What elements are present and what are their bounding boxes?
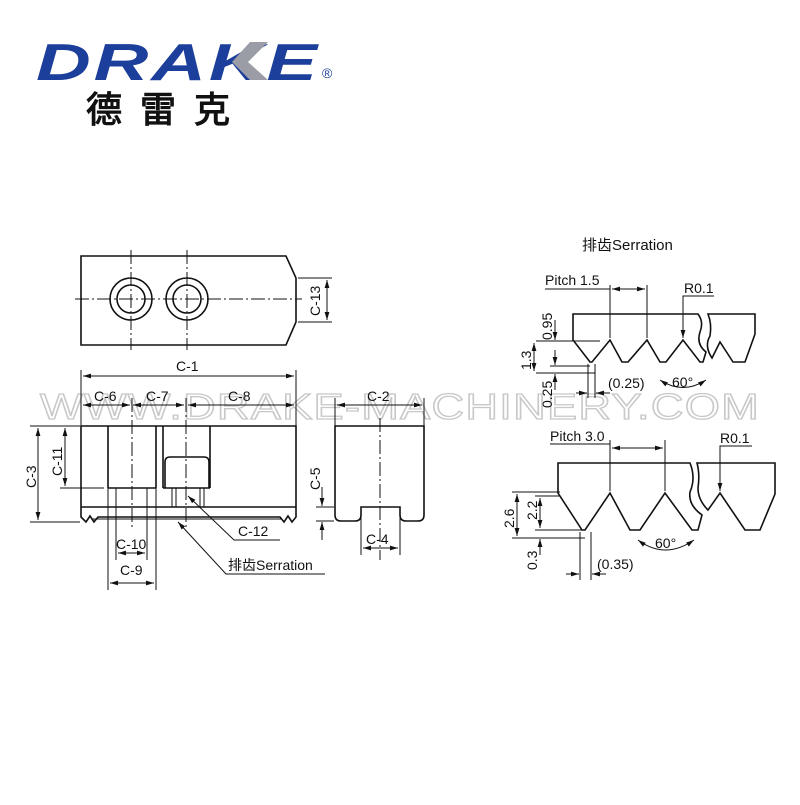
coarse-depth-bottom: 0.3 bbox=[524, 550, 540, 570]
fine-total-depth: 1.3 bbox=[518, 350, 534, 370]
coarse-flat: (0.35) bbox=[597, 556, 634, 572]
coarse-total-depth: 2.6 bbox=[501, 508, 517, 528]
front-view: C-1 C-6 C-7 C-8 C-10 C-9 C-3 C-11 C bbox=[23, 358, 325, 590]
dim-c10: C-10 bbox=[116, 536, 147, 552]
dim-c9: C-9 bbox=[120, 562, 143, 578]
fine-radius: R0.1 bbox=[684, 280, 714, 296]
fine-depth-top: 0.95 bbox=[539, 313, 555, 340]
coarse-pitch: Pitch 3.0 bbox=[550, 428, 605, 444]
side-view: C-2 C-4 C-5 bbox=[307, 388, 425, 560]
dim-c8: C-8 bbox=[228, 388, 251, 404]
dim-c4: C-4 bbox=[366, 531, 389, 547]
dim-c5: C-5 bbox=[307, 467, 323, 490]
logo-k-accent bbox=[232, 42, 268, 80]
fine-pitch: Pitch 1.5 bbox=[545, 272, 600, 288]
coarse-angle: 60° bbox=[655, 535, 676, 551]
coarse-radius: R0.1 bbox=[720, 430, 750, 446]
dim-c12: C-12 bbox=[238, 523, 269, 539]
dim-c7: C-7 bbox=[146, 388, 169, 404]
dim-c3: C-3 bbox=[23, 465, 39, 488]
dim-c2: C-2 bbox=[367, 388, 390, 404]
fine-flat: (0.25) bbox=[608, 375, 645, 391]
top-view: C-13 bbox=[75, 250, 332, 350]
dim-c13: C-13 bbox=[307, 285, 323, 316]
dim-c6: C-6 bbox=[94, 388, 117, 404]
fine-depth-bottom: 0.25 bbox=[539, 381, 555, 408]
logo-brand: DRAKE bbox=[36, 34, 320, 92]
dim-c11: C-11 bbox=[49, 446, 65, 476]
registered-mark: ® bbox=[322, 65, 333, 81]
fine-angle: 60° bbox=[672, 374, 693, 390]
dim-c1: C-1 bbox=[176, 358, 199, 374]
serration-title: 排齿Serration bbox=[582, 237, 673, 254]
logo-chinese-name: 德雷克 bbox=[86, 90, 248, 131]
logo: DRAKE ® 德雷克 bbox=[36, 34, 333, 131]
coarse-depth: 2.2 bbox=[524, 500, 540, 520]
serration-detail: 排齿Serration Pitch 1.5 R0.1 1.3 0.95 0.25… bbox=[501, 237, 776, 580]
serration-callout: 排齿Serration bbox=[228, 557, 313, 573]
